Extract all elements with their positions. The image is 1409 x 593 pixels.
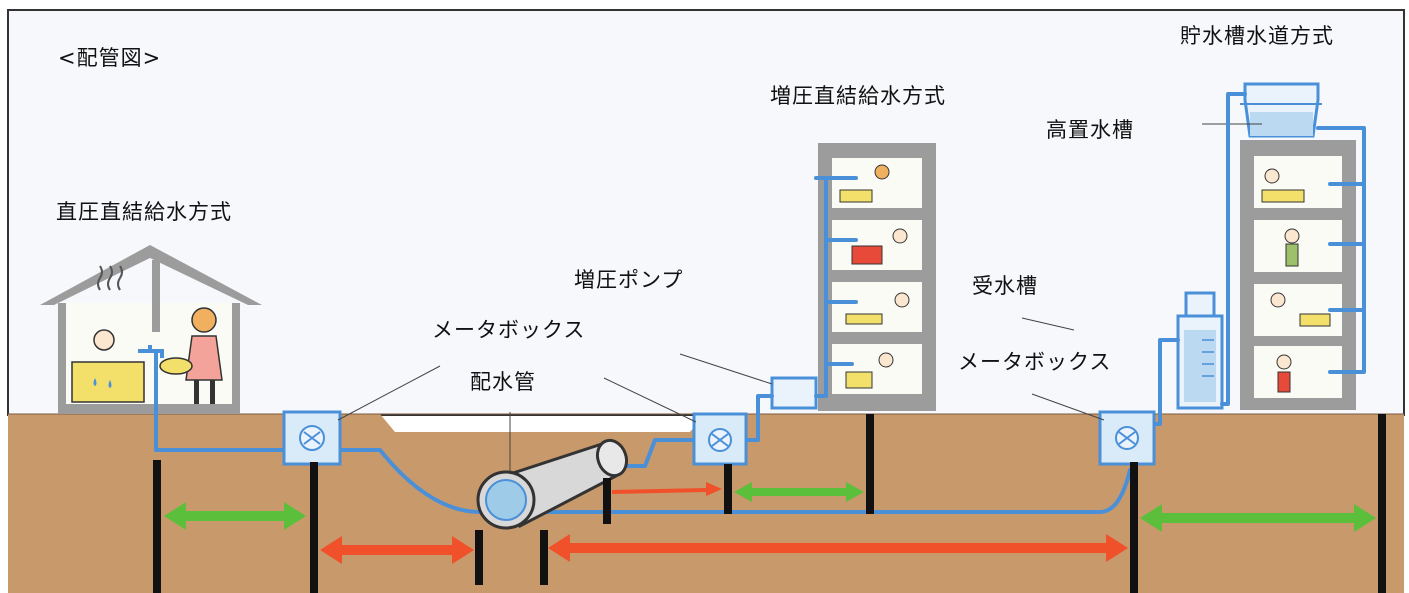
tank-icon <box>1176 291 1224 410</box>
meter-box-icon <box>1098 410 1156 466</box>
label-meter-box-center: メータボックス <box>432 318 586 342</box>
leader-line <box>1021 317 1075 331</box>
house-icon <box>40 245 262 414</box>
water-pipes <box>154 92 1366 514</box>
building-icon <box>1240 140 1356 410</box>
leader-line <box>1031 393 1105 421</box>
leader-line <box>679 353 773 385</box>
person-icon <box>93 329 115 351</box>
label-elevated-tank: 高置水槽 <box>1046 118 1134 142</box>
label-meter-box-right: メータボックス <box>958 350 1112 374</box>
water-main-pipe-icon <box>476 438 629 530</box>
leader-line <box>337 365 441 421</box>
meter-box-icon <box>692 412 748 466</box>
leader-line <box>603 377 697 423</box>
label-direct-pressure-system: 直圧直結給水方式 <box>56 200 232 224</box>
boundary-posts <box>153 414 1386 593</box>
label-receiving-tank: 受水槽 <box>972 274 1038 298</box>
label-booster-direct-system: 増圧直結給水方式 <box>770 84 946 108</box>
label-booster-pump: 増圧ポンプ <box>574 268 684 292</box>
green-arrow <box>164 482 1376 532</box>
person-icon <box>159 307 223 404</box>
meter-box-icon <box>282 410 342 466</box>
tank-icon <box>1240 82 1322 138</box>
sky-background <box>7 9 1405 416</box>
red-arrow <box>320 482 1128 564</box>
pump-icon <box>770 376 818 410</box>
building-icon <box>818 143 936 411</box>
diagram-heading: <配管図> <box>58 46 162 70</box>
label-distribution-main: 配水管 <box>470 370 536 394</box>
responsibility-arrows <box>164 482 1376 564</box>
label-storage-tank-system: 貯水槽水道方式 <box>1180 24 1334 48</box>
